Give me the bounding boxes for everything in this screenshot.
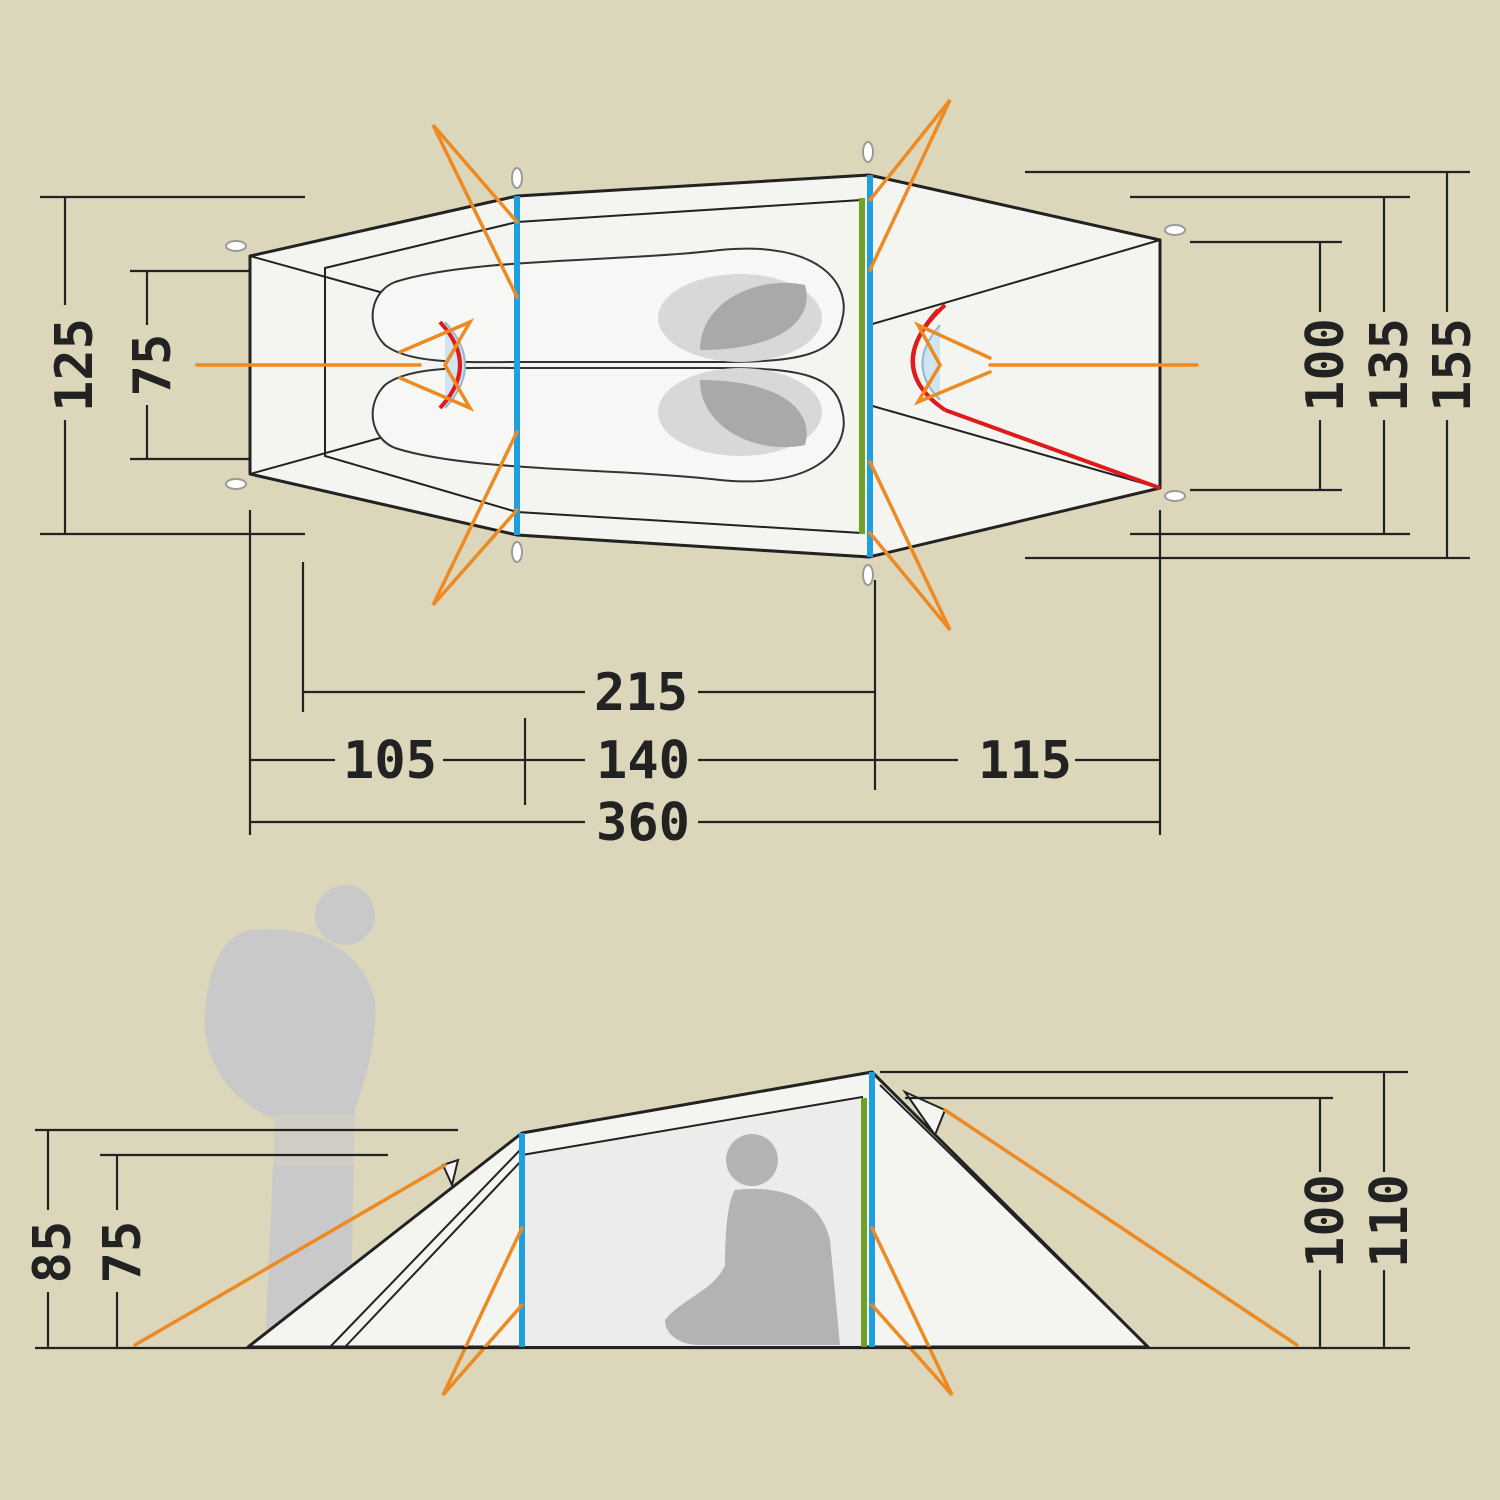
dim-length-inner-tent: 215: [594, 663, 688, 723]
dim-width-right-inner: 100: [1296, 318, 1356, 412]
dim-width-left-inner: 75: [123, 334, 183, 397]
peg: [511, 541, 523, 563]
guyline-front-vent: [398, 318, 475, 412]
dim-height-right-outer: 110: [1360, 1174, 1420, 1268]
guyline-rear-bottom: [868, 460, 952, 632]
dim-length-left-vestibule: 105: [343, 731, 437, 791]
dim-width-right-outer: 155: [1423, 318, 1483, 412]
side-right-height-dims: 100 110: [880, 1070, 1420, 1348]
dim-width-left-outer: 125: [45, 318, 105, 412]
top-right-width-dims: 100 135 155: [1025, 170, 1483, 560]
peg: [511, 167, 523, 189]
top-view-door-seam: [868, 404, 1161, 489]
dim-length-total: 360: [596, 793, 690, 853]
top-view-door-seam: [868, 239, 1161, 326]
sleeper-silhouette: [700, 380, 807, 448]
peg: [1164, 490, 1186, 502]
guyline-rear-vent: [913, 321, 992, 406]
side-guyline-rear: [943, 1108, 1299, 1347]
guyline-front-top: [431, 123, 519, 299]
dim-height-left-inner: 75: [93, 1221, 153, 1284]
top-left-width-dims: 125 75: [40, 195, 305, 536]
side-view: 85 75 100 110: [23, 885, 1420, 1397]
guyline-front-bottom: [431, 430, 519, 607]
dim-height-right-inner: 100: [1296, 1174, 1356, 1268]
vent-flap-rear: [902, 1089, 947, 1138]
standing-person-silhouette: [204, 885, 376, 1348]
dim-length-center: 140: [596, 731, 690, 791]
side-view-door-edge: [329, 1147, 523, 1348]
vent-flap-front: [441, 1158, 460, 1189]
side-guyline-front-stake: [441, 1226, 524, 1397]
sitting-person-silhouette: [665, 1134, 840, 1345]
peg: [862, 564, 874, 586]
top-view: 125 75 100 135 155: [40, 98, 1483, 853]
top-length-dims: 215 105 140 115 360: [248, 510, 1162, 853]
side-left-height-dims: 85 75: [23, 1128, 458, 1348]
sleeper-silhouette: [700, 282, 807, 350]
zipper-line: [944, 408, 1161, 490]
side-guyline-front: [133, 1163, 447, 1347]
peg: [862, 141, 874, 163]
side-view-door-edge: [344, 1159, 523, 1348]
dim-height-left-outer: 85: [23, 1221, 83, 1284]
guyline-rear-top: [868, 98, 952, 272]
peg: [1164, 224, 1186, 236]
dim-width-right-mid: 135: [1360, 318, 1420, 412]
glow-band: [265, 1115, 355, 1165]
side-view-rear-edge: [879, 1084, 1149, 1348]
peg: [225, 478, 247, 490]
side-guyline-rear-stake: [870, 1226, 954, 1397]
dim-length-right-vestibule: 115: [978, 731, 1072, 791]
peg: [225, 240, 247, 252]
